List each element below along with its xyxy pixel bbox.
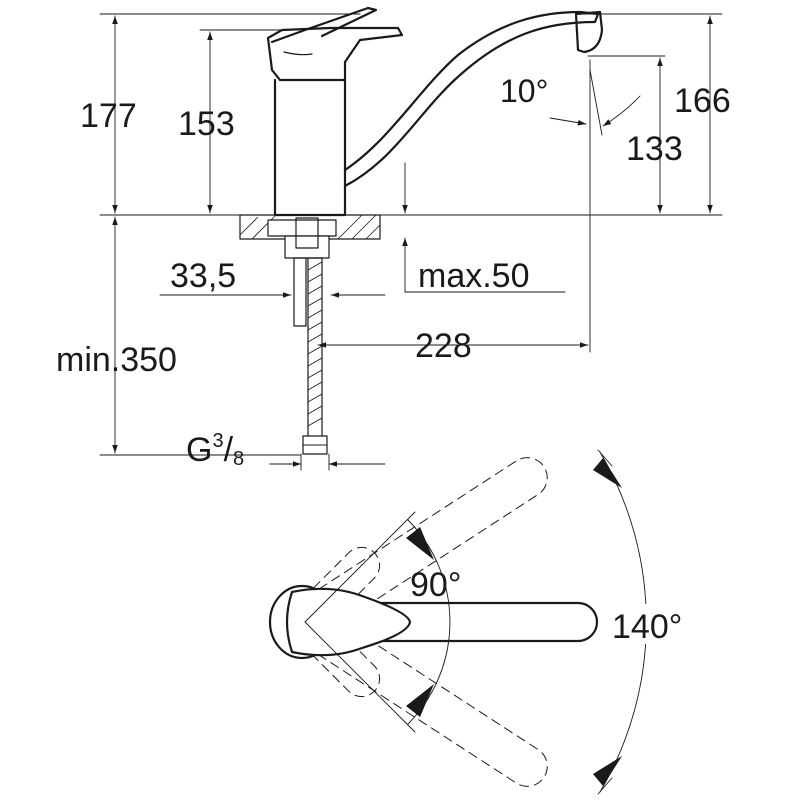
arc-140-arrow-upper bbox=[593, 458, 622, 488]
handle-lever-top-view bbox=[285, 587, 412, 657]
label-153: 153 bbox=[178, 105, 235, 143]
faucet-side-view bbox=[266, 6, 604, 217]
label-140-bg bbox=[610, 604, 694, 644]
label-min350: min.350 bbox=[56, 341, 177, 379]
mounting-bracket bbox=[284, 235, 330, 259]
supply-hoses bbox=[293, 257, 328, 455]
dimension-lines bbox=[112, 15, 713, 471]
arc-140-tick-lower bbox=[597, 777, 613, 795]
spout-outlet bbox=[574, 10, 604, 54]
spout-position-lower bbox=[293, 604, 548, 787]
label-166: 166 bbox=[674, 82, 731, 120]
angle-10-arrow-left bbox=[549, 117, 587, 126]
arc-90-arrow-lower bbox=[406, 684, 434, 717]
arc-90-ray-lower bbox=[304, 621, 416, 733]
spout bbox=[343, 10, 600, 188]
spout-top-view bbox=[338, 601, 599, 643]
label-177: 177 bbox=[80, 97, 137, 135]
arc-140-tick-upper bbox=[597, 449, 613, 467]
arc-140-arrow-lower bbox=[593, 756, 622, 786]
hose-braid-pattern bbox=[307, 261, 323, 427]
arc-90-ray-upper bbox=[304, 511, 416, 623]
mounting-nut bbox=[267, 219, 337, 237]
label-angle-140: 140° bbox=[612, 608, 682, 646]
mounting-stud bbox=[295, 217, 319, 249]
label-max50: max.50 bbox=[418, 257, 530, 295]
label-228: 228 bbox=[415, 327, 472, 365]
label-angle-90: 90° bbox=[410, 566, 461, 604]
label-angle-10: 10° bbox=[500, 73, 548, 109]
label-33-5: 33,5 bbox=[170, 257, 236, 295]
angle-10-leg bbox=[589, 69, 603, 136]
top-view: 90° 140° bbox=[268, 449, 694, 795]
label-133: 133 bbox=[626, 130, 683, 168]
thread-slash: / bbox=[224, 431, 234, 469]
faucet-body bbox=[273, 78, 347, 217]
dimension-labels: 177 153 166 133 10° 33,5 max.50 228 min.… bbox=[56, 73, 731, 470]
thread-numerator: 3 bbox=[212, 430, 223, 452]
reference-lines bbox=[99, 13, 723, 456]
label-thread: G3/8 bbox=[186, 430, 244, 470]
spout-position-upper bbox=[293, 457, 548, 640]
thread-g: G bbox=[186, 431, 212, 469]
countertop-section bbox=[239, 214, 381, 259]
lever-detail bbox=[283, 51, 313, 56]
hose-tube-left bbox=[293, 257, 307, 327]
arc-90-arrow-upper bbox=[406, 527, 434, 560]
lever-arm-tilted bbox=[270, 6, 378, 44]
lever-base bbox=[266, 26, 404, 82]
angle-10-arrow-right bbox=[602, 95, 641, 127]
thread-denominator: 8 bbox=[233, 448, 244, 470]
